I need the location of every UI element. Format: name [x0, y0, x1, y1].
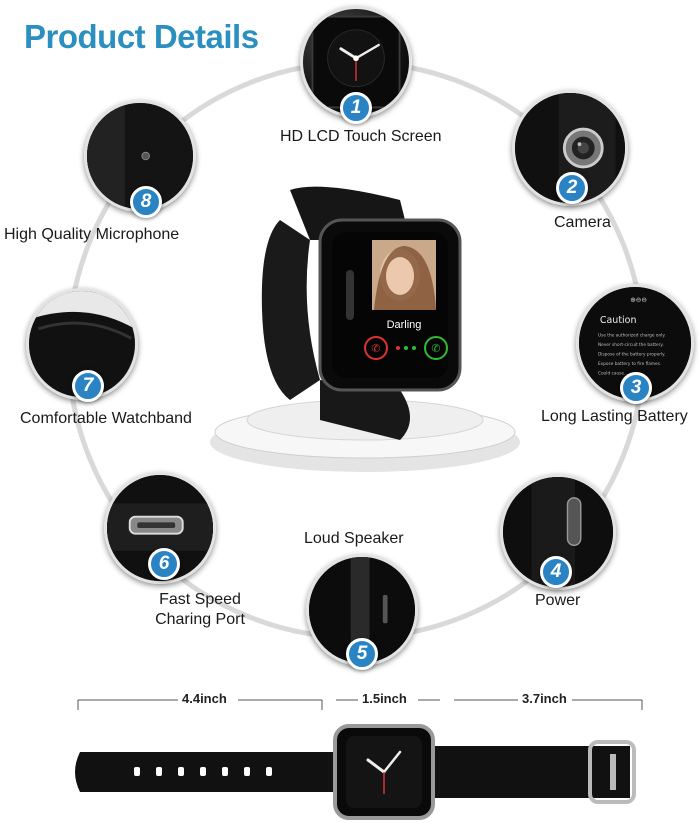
feature-7-number: 7 [72, 370, 104, 402]
dimension-right-text: 3.7inch [522, 691, 567, 706]
feature-8-label: High Quality Microphone [4, 226, 180, 243]
feature-2-label: Camera [554, 214, 611, 231]
feature-6-label: Fast Speed Charing Port [140, 590, 260, 630]
feature-5-label: Loud Speaker [304, 530, 404, 547]
feature-2-number: 2 [556, 172, 588, 204]
svg-text:⊕⊖⊖: ⊕⊖⊖ [630, 296, 647, 304]
dimension-left-text: 4.4inch [182, 691, 227, 706]
bottom-watch-image [70, 712, 660, 822]
battery-line-4: Expose battery to fire flames. [598, 361, 661, 367]
battery-line-5: Could cause... [598, 370, 628, 376]
feature-7-band-image [26, 288, 138, 400]
feature-3-label: Long Lasting Battery [541, 408, 688, 425]
feature-1-label: HD LCD Touch Screen [280, 128, 442, 145]
center-watch-image: Darling ✆ ✆ [200, 180, 530, 500]
caller-name: Darling [387, 319, 422, 331]
dimension-lines [77, 699, 643, 710]
feature-3-number: 3 [620, 372, 652, 404]
feature-4-number: 4 [540, 556, 572, 588]
battery-caution-heading: Caution [600, 315, 637, 326]
svg-text:✆: ✆ [371, 342, 380, 355]
feature-8-number: 8 [130, 186, 162, 218]
battery-line-3: Dispose of the battery properly. [598, 351, 665, 357]
feature-7-label: Comfortable Watchband [20, 410, 192, 427]
feature-1-number: 1 [340, 92, 372, 124]
battery-line-1: Use the authorized charge only. [598, 332, 666, 338]
feature-5-number: 5 [346, 638, 378, 670]
feature-6-number: 6 [148, 548, 180, 580]
feature-6-label-line1: Fast Speed [159, 591, 241, 608]
page-title: Product Details [24, 18, 259, 55]
battery-line-2: Never short-circuit the battery. [598, 342, 664, 348]
dimension-middle-text: 1.5inch [362, 691, 407, 706]
svg-text:✆: ✆ [431, 342, 440, 355]
feature-4-label: Power [535, 592, 581, 609]
feature-8-mic-image [84, 100, 196, 212]
feature-6-label-line2: Charing Port [155, 611, 245, 628]
